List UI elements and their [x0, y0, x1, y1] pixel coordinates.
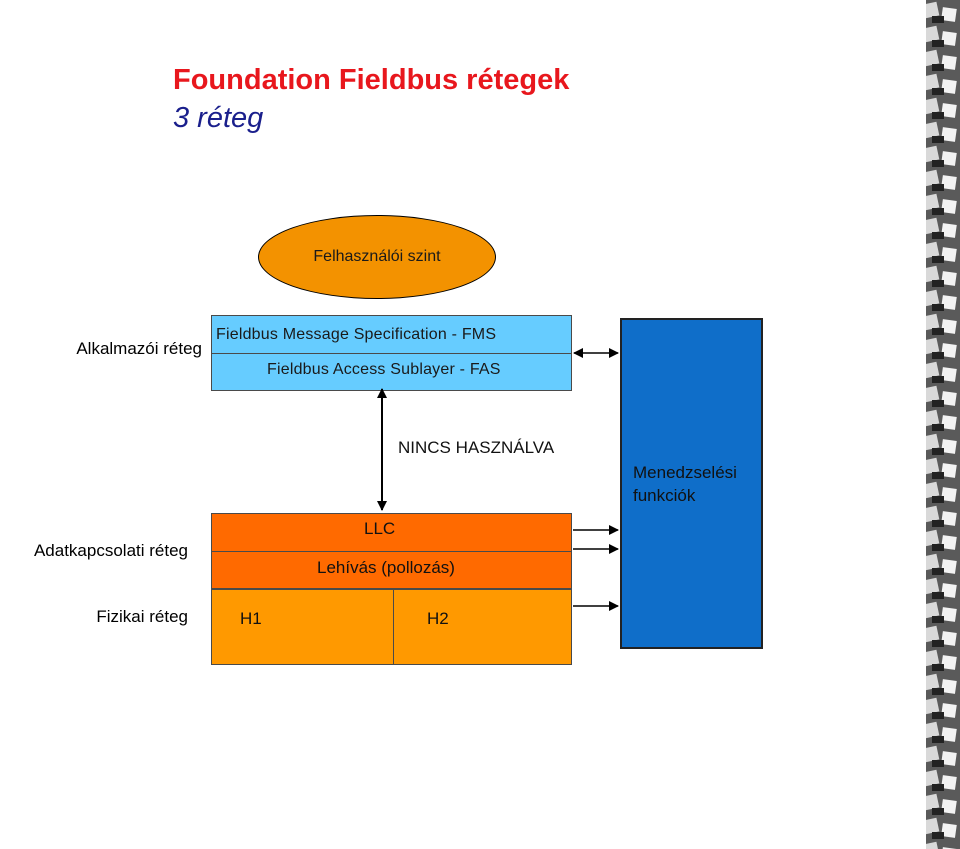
- page-subtitle: 3 réteg: [173, 102, 264, 134]
- fas-label: Fieldbus Access Sublayer - FAS: [267, 361, 501, 378]
- application-layer-box: [211, 315, 572, 391]
- physical-layer-box: [211, 589, 572, 665]
- polling-label: Lehívás (pollozás): [317, 558, 455, 577]
- fms-label: Fieldbus Message Specification - FMS: [216, 326, 497, 343]
- data-link-layer-box: [211, 513, 572, 589]
- physical-layer-divider: [393, 590, 394, 664]
- data-link-layer-label: Adatkapcsolati réteg: [33, 541, 188, 560]
- page-title: Foundation Fieldbus rétegek: [173, 64, 570, 96]
- user-level-label: Felhasználói szint: [313, 248, 441, 265]
- management-label: Menedzselési funkciók: [633, 463, 737, 505]
- h2-label: H2: [427, 609, 449, 628]
- decorative-film-strip: [922, 0, 960, 849]
- h1-label: H1: [240, 609, 262, 628]
- application-layer-label: Alkalmazói réteg: [76, 339, 202, 358]
- management-box: [620, 318, 763, 649]
- not-used-label: NINCS HASZNÁLVA: [398, 438, 555, 457]
- llc-label: LLC: [364, 519, 396, 538]
- physical-layer-label: Fizikai réteg: [96, 607, 188, 626]
- data-link-layer-divider: [212, 551, 571, 552]
- application-layer-divider: [212, 353, 571, 354]
- user-level-ellipse: Felhasználói szint: [258, 215, 496, 299]
